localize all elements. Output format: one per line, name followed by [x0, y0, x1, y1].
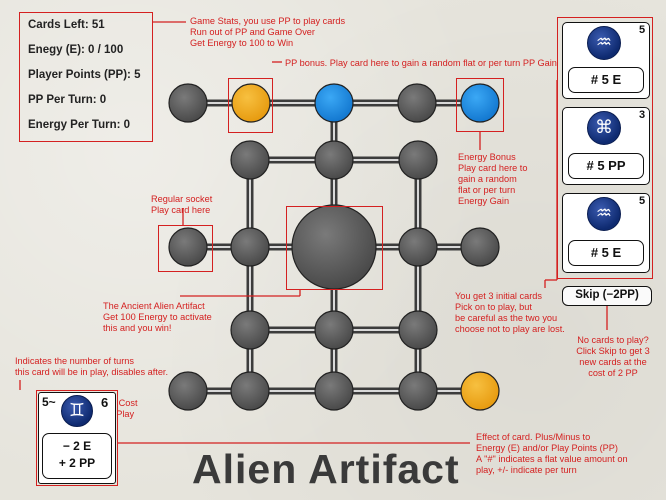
- card-effect: # 5 PP: [568, 153, 644, 179]
- socket-regular[interactable]: [398, 371, 438, 411]
- socket-regular[interactable]: [460, 227, 500, 267]
- regular-socket-note: Regular socket Play card here: [151, 194, 213, 215]
- initial-cards-note: You get 3 initial cards Pick on to play,…: [455, 291, 565, 334]
- hand-card[interactable]: ♒ 5 # 5 E: [562, 22, 650, 99]
- aquarius-icon: ♒: [587, 26, 621, 60]
- pp-cost-note: PP Cost To Play: [104, 398, 138, 419]
- game-stats-note: Game Stats, you use PP to play cards Run…: [190, 16, 346, 48]
- pp-bonus-note: PP bonus. Play card here to gain a rando…: [285, 58, 557, 68]
- skip-help-note: No cards to play? Click Skip to get 3 ne…: [576, 335, 650, 378]
- card-effect: # 5 E: [568, 67, 644, 93]
- card-pp-cost: 6: [101, 395, 109, 410]
- regular-socket-highlight: [158, 225, 213, 272]
- aquarius-icon: ♒: [587, 197, 621, 231]
- socket-regular[interactable]: [168, 371, 208, 411]
- example-card: 5~ ♊ 6 − 2 E + 2 PP: [38, 392, 116, 484]
- player-points-stat: Player Points (PP): 5: [28, 69, 141, 81]
- socket-regular[interactable]: [230, 371, 270, 411]
- hand-card[interactable]: ⌘ 3 # 5 PP: [562, 107, 650, 185]
- socket-regular[interactable]: [230, 227, 270, 267]
- card-effect-energy: − 2 E: [62, 439, 92, 453]
- energy-bonus-highlight: [456, 78, 504, 132]
- socket-regular[interactable]: [397, 83, 437, 123]
- socket-regular[interactable]: [314, 310, 354, 350]
- skip-button[interactable]: Skip (−2PP): [562, 286, 652, 306]
- socket-pp-bonus[interactable]: [231, 83, 271, 123]
- socket-regular[interactable]: [168, 227, 208, 267]
- command-icon: ⌘: [587, 111, 621, 145]
- socket-energy-bonus[interactable]: [314, 83, 354, 123]
- game-title: Alien Artifact: [192, 446, 460, 492]
- board-sockets: [168, 83, 500, 411]
- game-stats-panel: Cards Left: 51 Enegy (E): 0 / 100 Player…: [19, 12, 153, 142]
- energy-per-turn-stat: Energy Per Turn: 0: [28, 119, 131, 131]
- hand-card[interactable]: ♒ 5 # 5 E: [562, 193, 650, 273]
- artifact-highlight: [286, 206, 383, 290]
- socket-regular[interactable]: [314, 371, 354, 411]
- card-turns: 3: [639, 109, 646, 121]
- card-effect-pp: + 2 PP: [58, 456, 96, 470]
- pp-bonus-highlight: [228, 78, 273, 133]
- socket-regular[interactable]: [314, 140, 354, 180]
- socket-energy-bonus[interactable]: [460, 83, 500, 123]
- gemini-icon: ♊: [61, 395, 93, 427]
- energy-stat: Enegy (E): 0 / 100: [28, 44, 124, 56]
- energy-bonus-note: Energy Bonus Play card here to gain a ra…: [458, 152, 528, 206]
- socket-regular[interactable]: [230, 310, 270, 350]
- socket-regular[interactable]: [398, 227, 438, 267]
- effect-note: Effect of card. Plus/Minus to Energy (E)…: [476, 432, 628, 475]
- pp-per-turn-stat: PP Per Turn: 0: [28, 94, 107, 106]
- example-card-highlight: [36, 390, 118, 486]
- hand-highlight: [557, 17, 653, 279]
- socket-regular[interactable]: [398, 310, 438, 350]
- socket-regular[interactable]: [398, 140, 438, 180]
- card-effect: − 2 E + 2 PP: [42, 433, 112, 479]
- socket-regular[interactable]: [230, 140, 270, 180]
- card-turns: 5: [639, 195, 646, 207]
- socket-pp-bonus[interactable]: [460, 371, 500, 411]
- artifact-note: The Ancient Alien Artifact Get 100 Energ…: [103, 301, 212, 333]
- card-turns: 5~: [42, 395, 56, 409]
- card-effect: # 5 E: [568, 240, 644, 266]
- card-turns: 5: [639, 24, 646, 36]
- cards-left-stat: Cards Left: 51: [28, 19, 105, 31]
- socket-regular[interactable]: [168, 83, 208, 123]
- turns-help-note: Indicates the number of turns this card …: [15, 356, 169, 377]
